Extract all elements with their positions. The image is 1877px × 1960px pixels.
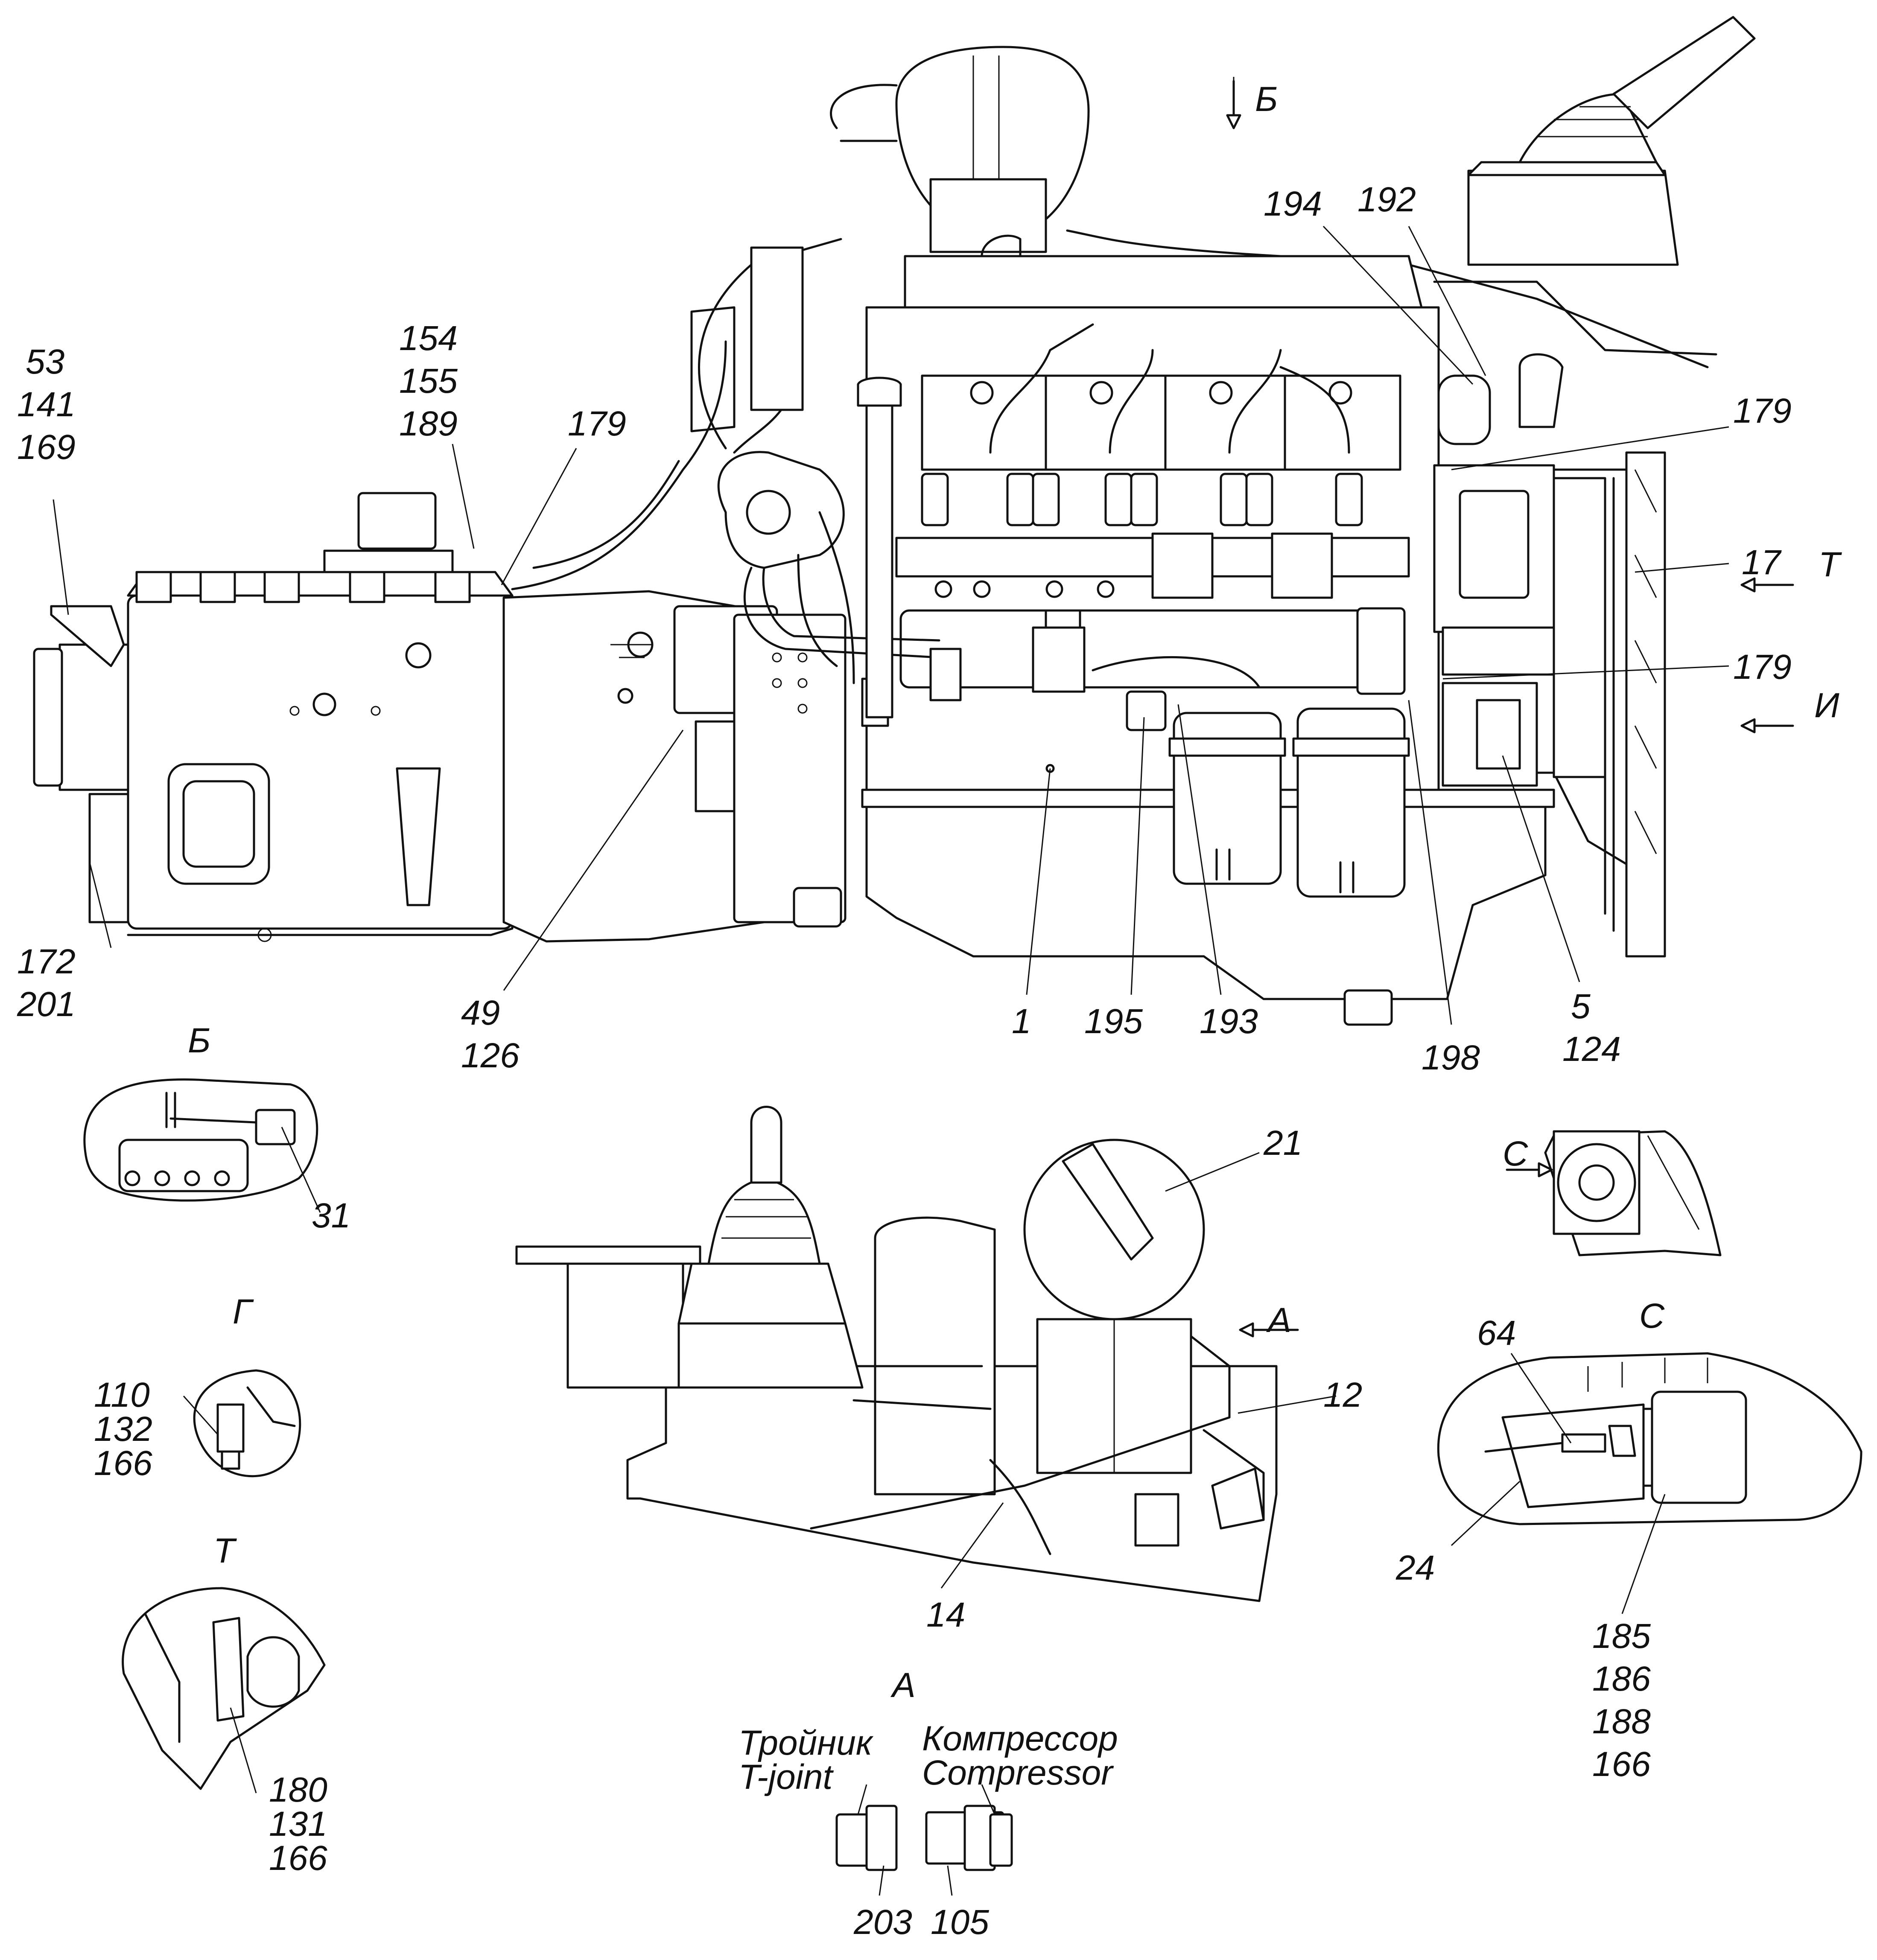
callout-186: 186 (1592, 1659, 1651, 1698)
clutch-housing (502, 590, 847, 943)
callout-194: 194 (1264, 184, 1322, 223)
callout-198: 198 (1422, 1038, 1480, 1077)
callout-166-g: 166 (94, 1444, 152, 1483)
callout-1: 1 (1012, 1002, 1031, 1041)
callout-155: 155 (399, 362, 458, 400)
callout-126: 126 (461, 1036, 520, 1075)
detail-view-a-center (515, 1106, 1337, 1602)
callout-17: 17 (1742, 543, 1782, 582)
callout-21: 21 (1263, 1124, 1302, 1163)
callout-141: 141 (17, 385, 76, 424)
injector-row (921, 473, 1363, 526)
exhaust-ports (934, 532, 1333, 599)
callout-166-c: 166 (1592, 1745, 1651, 1784)
view-letters: Б Т И А С Б Г Т С А (188, 80, 1842, 1705)
intake-pipes (511, 238, 902, 719)
view-arrows (1226, 80, 1794, 733)
front-accessories (1433, 353, 1632, 868)
callout-131: 131 (269, 1805, 327, 1843)
view-b-arrow-letter: Б (1255, 80, 1278, 119)
compressor-label-en: Compressor (922, 1753, 1114, 1792)
tee-label-en: T-joint (739, 1758, 834, 1796)
view-g-title: Г (233, 1292, 254, 1331)
callout-179-left: 179 (568, 404, 626, 443)
detail-view-b (83, 1078, 321, 1213)
view-t-arrow-letter: Т (1819, 545, 1842, 584)
view-t-title: Т (213, 1531, 237, 1570)
detail-view-c-small (1506, 1130, 1722, 1256)
callout-105: 105 (931, 1903, 989, 1942)
callout-189: 189 (399, 404, 458, 443)
callout-5: 5 (1571, 987, 1591, 1026)
expansion-tank (830, 46, 1709, 368)
callout-53: 53 (26, 342, 64, 381)
callout-64: 64 (1477, 1314, 1516, 1352)
view-a-title: А (890, 1666, 916, 1705)
main-engine-view (33, 16, 1756, 1026)
detail-view-c-large (1437, 1352, 1862, 1614)
callout-193: 193 (1200, 1002, 1258, 1041)
callout-201: 201 (17, 985, 76, 1024)
callout-110: 110 (94, 1376, 150, 1414)
view-b-title: Б (188, 1021, 210, 1060)
detail-view-t (122, 1587, 326, 1794)
main-leader-lines (53, 77, 1793, 1025)
gearbox (33, 492, 520, 942)
callout-185: 185 (1592, 1617, 1651, 1656)
callout-203: 203 (853, 1903, 912, 1942)
callout-166-t: 166 (269, 1839, 327, 1878)
tee-label-ru: Тройник (739, 1723, 874, 1762)
callout-188: 188 (1592, 1702, 1651, 1741)
callout-12: 12 (1323, 1376, 1362, 1414)
callout-172: 172 (17, 942, 76, 981)
compressor-label-ru: Компрессор (922, 1719, 1118, 1758)
callout-195: 195 (1084, 1002, 1143, 1041)
gear-lever-top (1433, 16, 1756, 356)
engine-block (861, 306, 1555, 1000)
oil-filters (1126, 690, 1410, 1026)
callout-49: 49 (461, 993, 500, 1032)
view-i-arrow-letter: И (1814, 686, 1839, 725)
detail-a-bottom (835, 1784, 1013, 1896)
view-a-arrow-letter: А (1266, 1301, 1291, 1340)
callout-179-mid-right: 179 (1733, 648, 1792, 686)
valve-covers (921, 374, 1401, 471)
detail-a-labels: Тройник T-joint Компрессор Compressor (739, 1719, 1118, 1796)
callout-24: 24 (1395, 1548, 1435, 1587)
view-c-title: С (1639, 1297, 1665, 1335)
fuel-lines (989, 323, 1350, 454)
callout-31: 31 (312, 1196, 350, 1235)
callout-numbers: 53 141 169 154 155 189 179 194 192 179 1… (17, 180, 1792, 1942)
detail-view-g (183, 1369, 301, 1478)
callout-179-top-right: 179 (1733, 391, 1792, 430)
view-c-arrow-letter: С (1503, 1134, 1528, 1173)
callout-124: 124 (1562, 1030, 1621, 1069)
callout-192: 192 (1357, 180, 1416, 219)
callout-154: 154 (399, 319, 458, 358)
callout-14: 14 (926, 1595, 965, 1634)
callout-169: 169 (17, 428, 76, 467)
fan-pulley (1553, 451, 1666, 958)
callout-180: 180 (269, 1770, 327, 1809)
callout-132: 132 (94, 1410, 152, 1449)
